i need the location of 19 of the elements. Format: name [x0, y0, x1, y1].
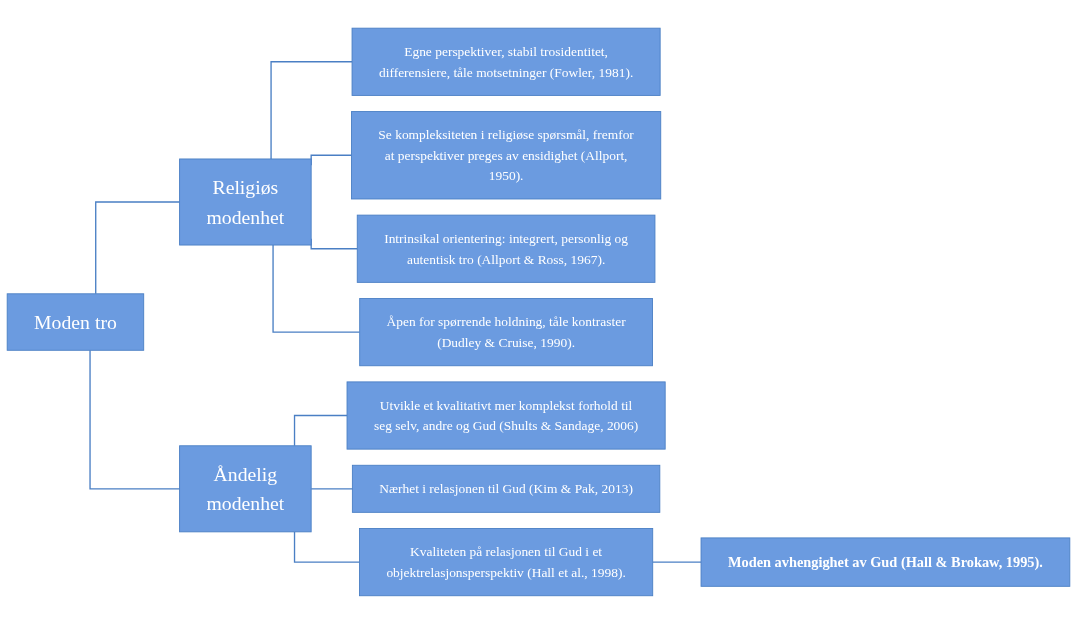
node-box: Nærhet i relasjonen til Gud (Kim & Pak, 2013)	[351, 464, 661, 513]
connector	[293, 530, 361, 563]
node-box: Åndelig modenhet	[179, 444, 312, 532]
node-box: Åpen for spørrende holdning, tåle kontraster (Dudley & Cruise, 1990).	[359, 297, 653, 366]
connector	[293, 414, 348, 446]
node-box: Religiøs modenhet	[179, 158, 312, 246]
node-box: Moden tro	[6, 292, 145, 351]
node-box: Intrinsikal orientering: integrert, personlig og autentisk tro (Allport & Ross, 1967).	[356, 214, 656, 283]
connector	[652, 561, 702, 563]
node-box: Moden avhengighet av Gud (Hall & Brokaw, 1995).	[700, 537, 1071, 587]
connector	[95, 200, 181, 294]
node-box: Se kompleksiteten i religiøse spørsmål, fremfor at perspektiver preges av ensidighet (Allport, 1950).	[351, 110, 662, 199]
connector	[310, 487, 354, 490]
node-box: Utvikle et kvalitativt mer komplekst forhold til seg selv, andre og Gud (Shults & Sandage, 2006)	[346, 381, 666, 450]
connector	[272, 243, 361, 333]
connector	[270, 60, 353, 160]
node-box: Kvaliteten på relasjonen til Gud i et objektrelasjonsperspektiv (Hall et al., 1998).	[359, 527, 654, 596]
connector	[89, 349, 181, 490]
node-box: Egne perspektiver, stabil trosidentitet, differensiere, tåle motsetninger (Fowler, 1981).	[351, 27, 661, 96]
